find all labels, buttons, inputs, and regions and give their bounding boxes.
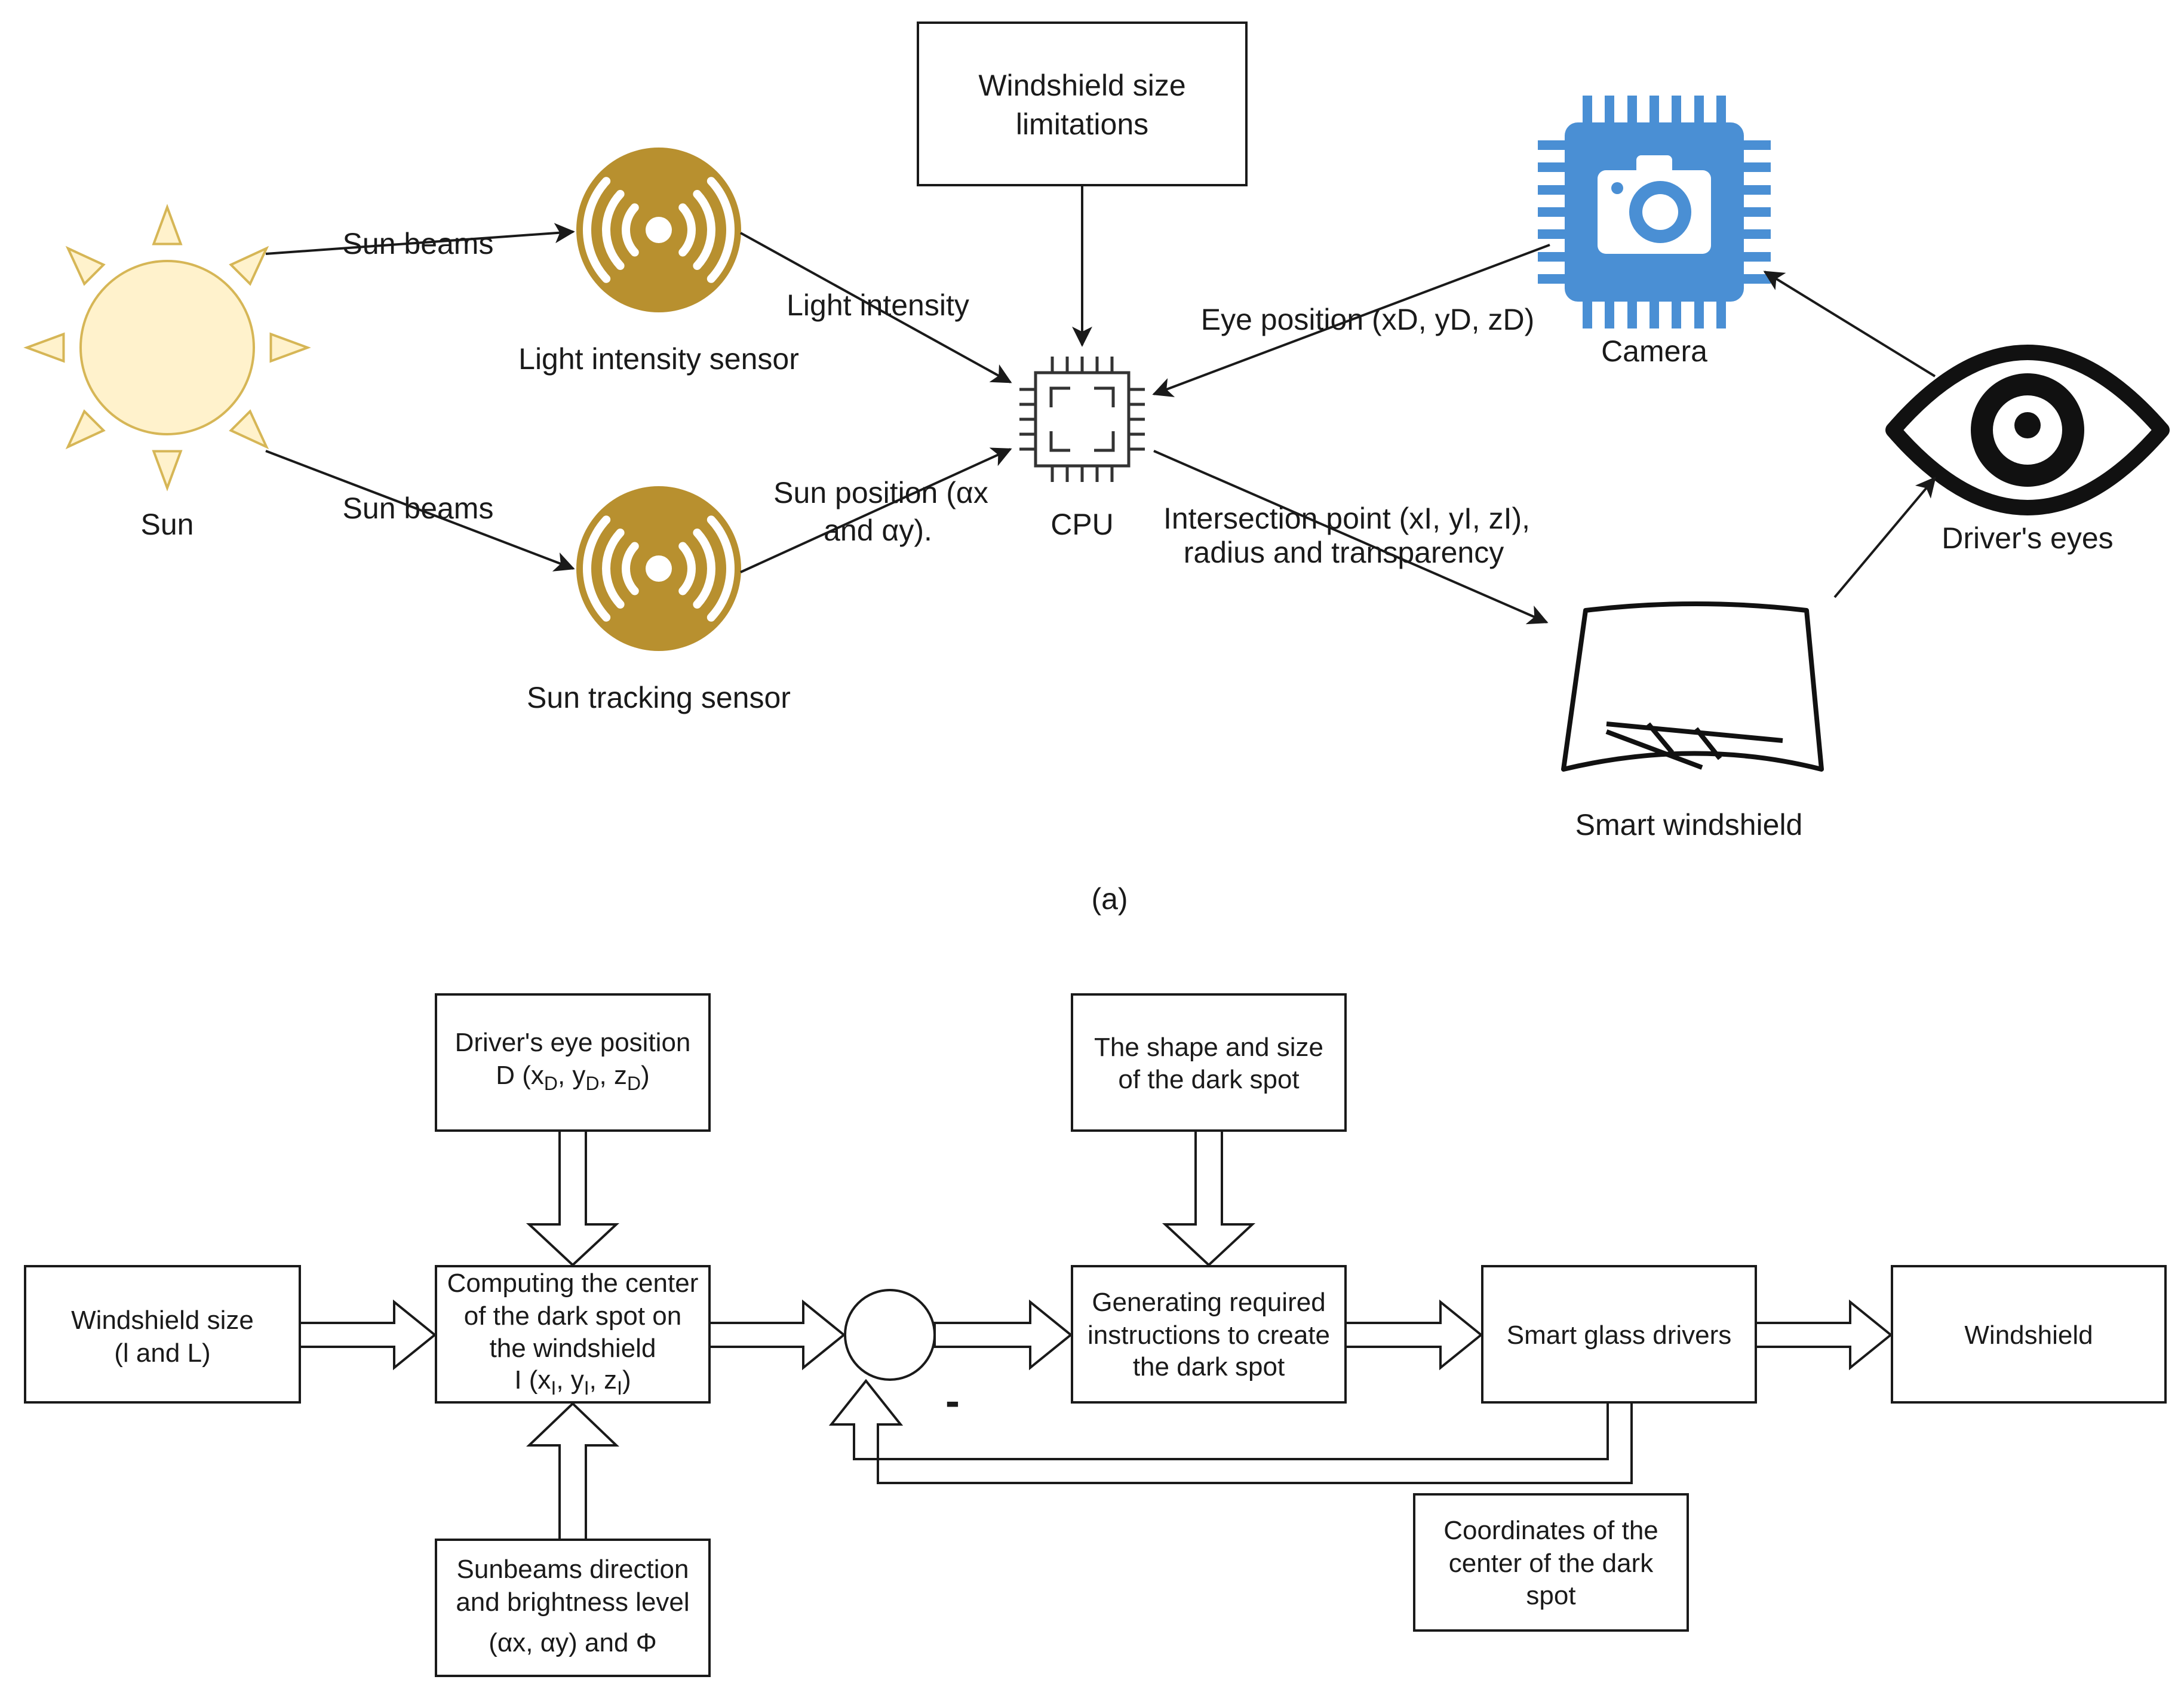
drivers-eye-to-computing-arrow (526, 1129, 620, 1267)
sunbeams-direction-line2: and brightness level (456, 1588, 689, 1617)
windshield-limitations-box (917, 22, 1248, 186)
drivers-eye-position-line2: D (xD, yD, zD) (496, 1061, 650, 1094)
minus-sign: - (945, 1377, 960, 1425)
sun-ray (269, 332, 311, 363)
windshield-limitations-line2: limitations (1016, 108, 1148, 141)
eye-position-arrow (1152, 244, 1550, 397)
eyes-to-camera-arrow (1763, 271, 1936, 377)
shape-to-generating-arrow (1162, 1129, 1256, 1267)
smart-windshield-label: Smart windshield (1575, 808, 1803, 842)
eye-position-edge-label: Eye position (xD, yD, zD) (1201, 303, 1534, 336)
sun-ray (23, 332, 65, 363)
sun-beams-arrow-top (265, 223, 575, 255)
windshield-size-line1: Windshield size (71, 1306, 254, 1335)
drivers-eye-icon (1885, 345, 2170, 515)
feedback-loop-arrow (828, 1378, 1633, 1484)
camera-chip-icon (1538, 96, 1771, 328)
generating-to-smart-glass-arrow (1344, 1299, 1483, 1371)
sun-ray (229, 409, 269, 450)
shape-size-line2: of the dark spot (1118, 1065, 1299, 1094)
coordinates-line1: Coordinates of the (1443, 1516, 1658, 1545)
sun-icon (23, 204, 311, 492)
generating-instructions-line3: the dark spot (1133, 1352, 1285, 1381)
computing-center-line1: Computing the center (447, 1269, 699, 1298)
coordinates-line2: center of the dark (1449, 1549, 1654, 1578)
drivers-eyes-label: Driver's eyes (1942, 521, 2113, 555)
drivers-eye-position-box (435, 993, 711, 1132)
cpu-chip-icon (1019, 357, 1145, 482)
light-intensity-arrow (740, 232, 1012, 383)
computing-center-box (435, 1265, 711, 1404)
computing-center-line3: the windshield (490, 1334, 656, 1363)
light-intensity-sensor-icon (576, 148, 741, 312)
shape-size-box (1071, 993, 1347, 1132)
shape-size-line1: The shape and size (1094, 1033, 1323, 1062)
windshield-box (1891, 1265, 2167, 1404)
sun-beams-label-top: Sun beams (343, 227, 494, 260)
intersection-edge-line1: Intersection point (xI, yI, zI), (1163, 502, 1530, 535)
smart-glass-to-windshield-arrow (1755, 1299, 1893, 1371)
sun-label: Sun (141, 508, 194, 541)
sun-beams-arrow-bottom (265, 450, 575, 572)
sun-ray (65, 245, 106, 286)
sun-position-edge-line1: Sun position (αx (773, 476, 988, 509)
windshield-size-line2: (l and L) (114, 1338, 210, 1368)
sun-ray (152, 204, 183, 245)
computing-center-line4: I (xI, yI, zI) (514, 1365, 631, 1399)
cpu-label: CPU (1050, 508, 1114, 541)
sun-beams-label-bottom: Sun beams (343, 492, 494, 525)
junction-to-generating-arrow (933, 1299, 1073, 1371)
windshield-size-box (24, 1265, 301, 1404)
sun-ray (152, 450, 183, 492)
camera-label: Camera (1601, 334, 1707, 368)
generating-instructions-box (1071, 1265, 1347, 1404)
windshield-label: Windshield (1964, 1321, 2093, 1350)
computing-to-junction-arrow (708, 1299, 846, 1371)
sunbeams-direction-line3: (αx, αy) and Φ (489, 1628, 657, 1657)
light-intensity-sensor-label: Light intensity sensor (518, 342, 799, 376)
intersection-edge-line2: radius and transparency (1184, 536, 1504, 569)
computing-center-line2: of the dark spot on (464, 1301, 681, 1331)
summing-junction (844, 1289, 936, 1381)
sunbeams-direction-box (435, 1539, 711, 1677)
sunbeams-to-computing-arrow (526, 1402, 619, 1541)
generating-instructions-line2: instructions to create (1088, 1321, 1330, 1350)
windshield-limitations-line1: Windshield size (978, 69, 1185, 102)
sun-position-arrow (740, 447, 1012, 573)
intersection-arrow (1153, 450, 1549, 625)
windshield-size-to-computing-arrow (299, 1299, 437, 1371)
sun-tracking-sensor-icon (576, 486, 741, 651)
coordinates-box (1413, 1493, 1689, 1632)
sun-tracking-sensor-label: Sun tracking sensor (527, 681, 791, 714)
smart-glass-drivers-label: Smart glass drivers (1507, 1321, 1732, 1350)
figure-caption-a: (a) (1091, 882, 1128, 916)
sun-ray (229, 245, 269, 286)
drivers-eye-position-line1: Driver's eye position (455, 1028, 691, 1057)
sun-ray (65, 409, 106, 450)
sunbeams-direction-line1: Sunbeams direction (457, 1555, 689, 1584)
sun-position-edge-line2: and αy). (824, 514, 932, 547)
light-intensity-edge-label: Light intensity (787, 288, 969, 322)
windshield-to-eyes-arrow (1833, 476, 1936, 598)
generating-instructions-line1: Generating required (1092, 1288, 1325, 1317)
coordinates-line3: spot (1526, 1581, 1575, 1610)
smart-windshield-icon (1561, 601, 1824, 772)
